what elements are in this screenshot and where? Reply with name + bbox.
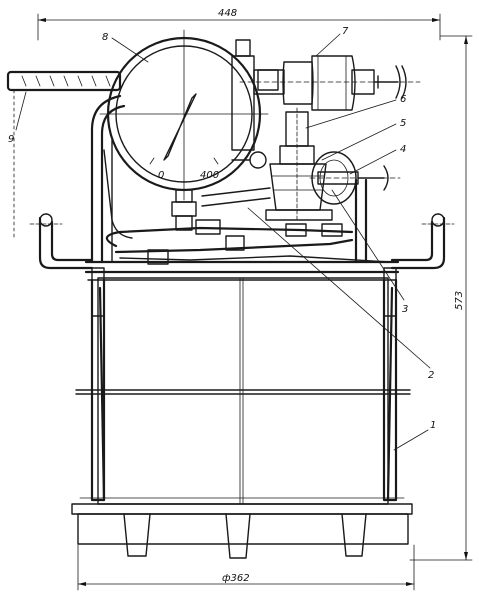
callout-4: 4 — [400, 144, 406, 155]
base-pallet — [71, 503, 413, 559]
callout-7: 7 — [342, 26, 349, 37]
callout-1: 1 — [430, 420, 436, 431]
callout-2: 2 — [428, 370, 434, 381]
top-tray — [29, 213, 455, 317]
hand-wheel — [309, 151, 401, 205]
frame-legs — [90, 278, 398, 502]
dimension-height-label: 573 — [454, 291, 465, 310]
callouts: 8 7 6 5 4 3 2 1 9 — [8, 26, 436, 451]
callout-8: 8 — [102, 32, 108, 43]
dimension-base-label: ф362 — [222, 573, 250, 584]
handle-bar — [6, 70, 122, 239]
tank — [75, 277, 411, 505]
gauge-scale-max: 400 — [200, 170, 219, 181]
callout-5: 5 — [400, 118, 406, 129]
dimension-width-label: 448 — [218, 8, 237, 19]
callout-3: 3 — [402, 304, 408, 315]
dimension-base: ф362 — [77, 544, 415, 591]
dimension-height: 573 — [409, 35, 473, 561]
gauge-scale-min: 0 — [158, 170, 164, 181]
piping — [103, 149, 391, 265]
frame-tubes — [90, 94, 368, 264]
pump-body — [201, 39, 333, 221]
upper-cylinder — [239, 55, 421, 111]
callout-9: 9 — [8, 134, 14, 145]
pressure-gauge: 0 400 — [99, 29, 269, 231]
dimension-width: 448 — [37, 8, 441, 41]
callout-6: 6 — [400, 94, 406, 105]
